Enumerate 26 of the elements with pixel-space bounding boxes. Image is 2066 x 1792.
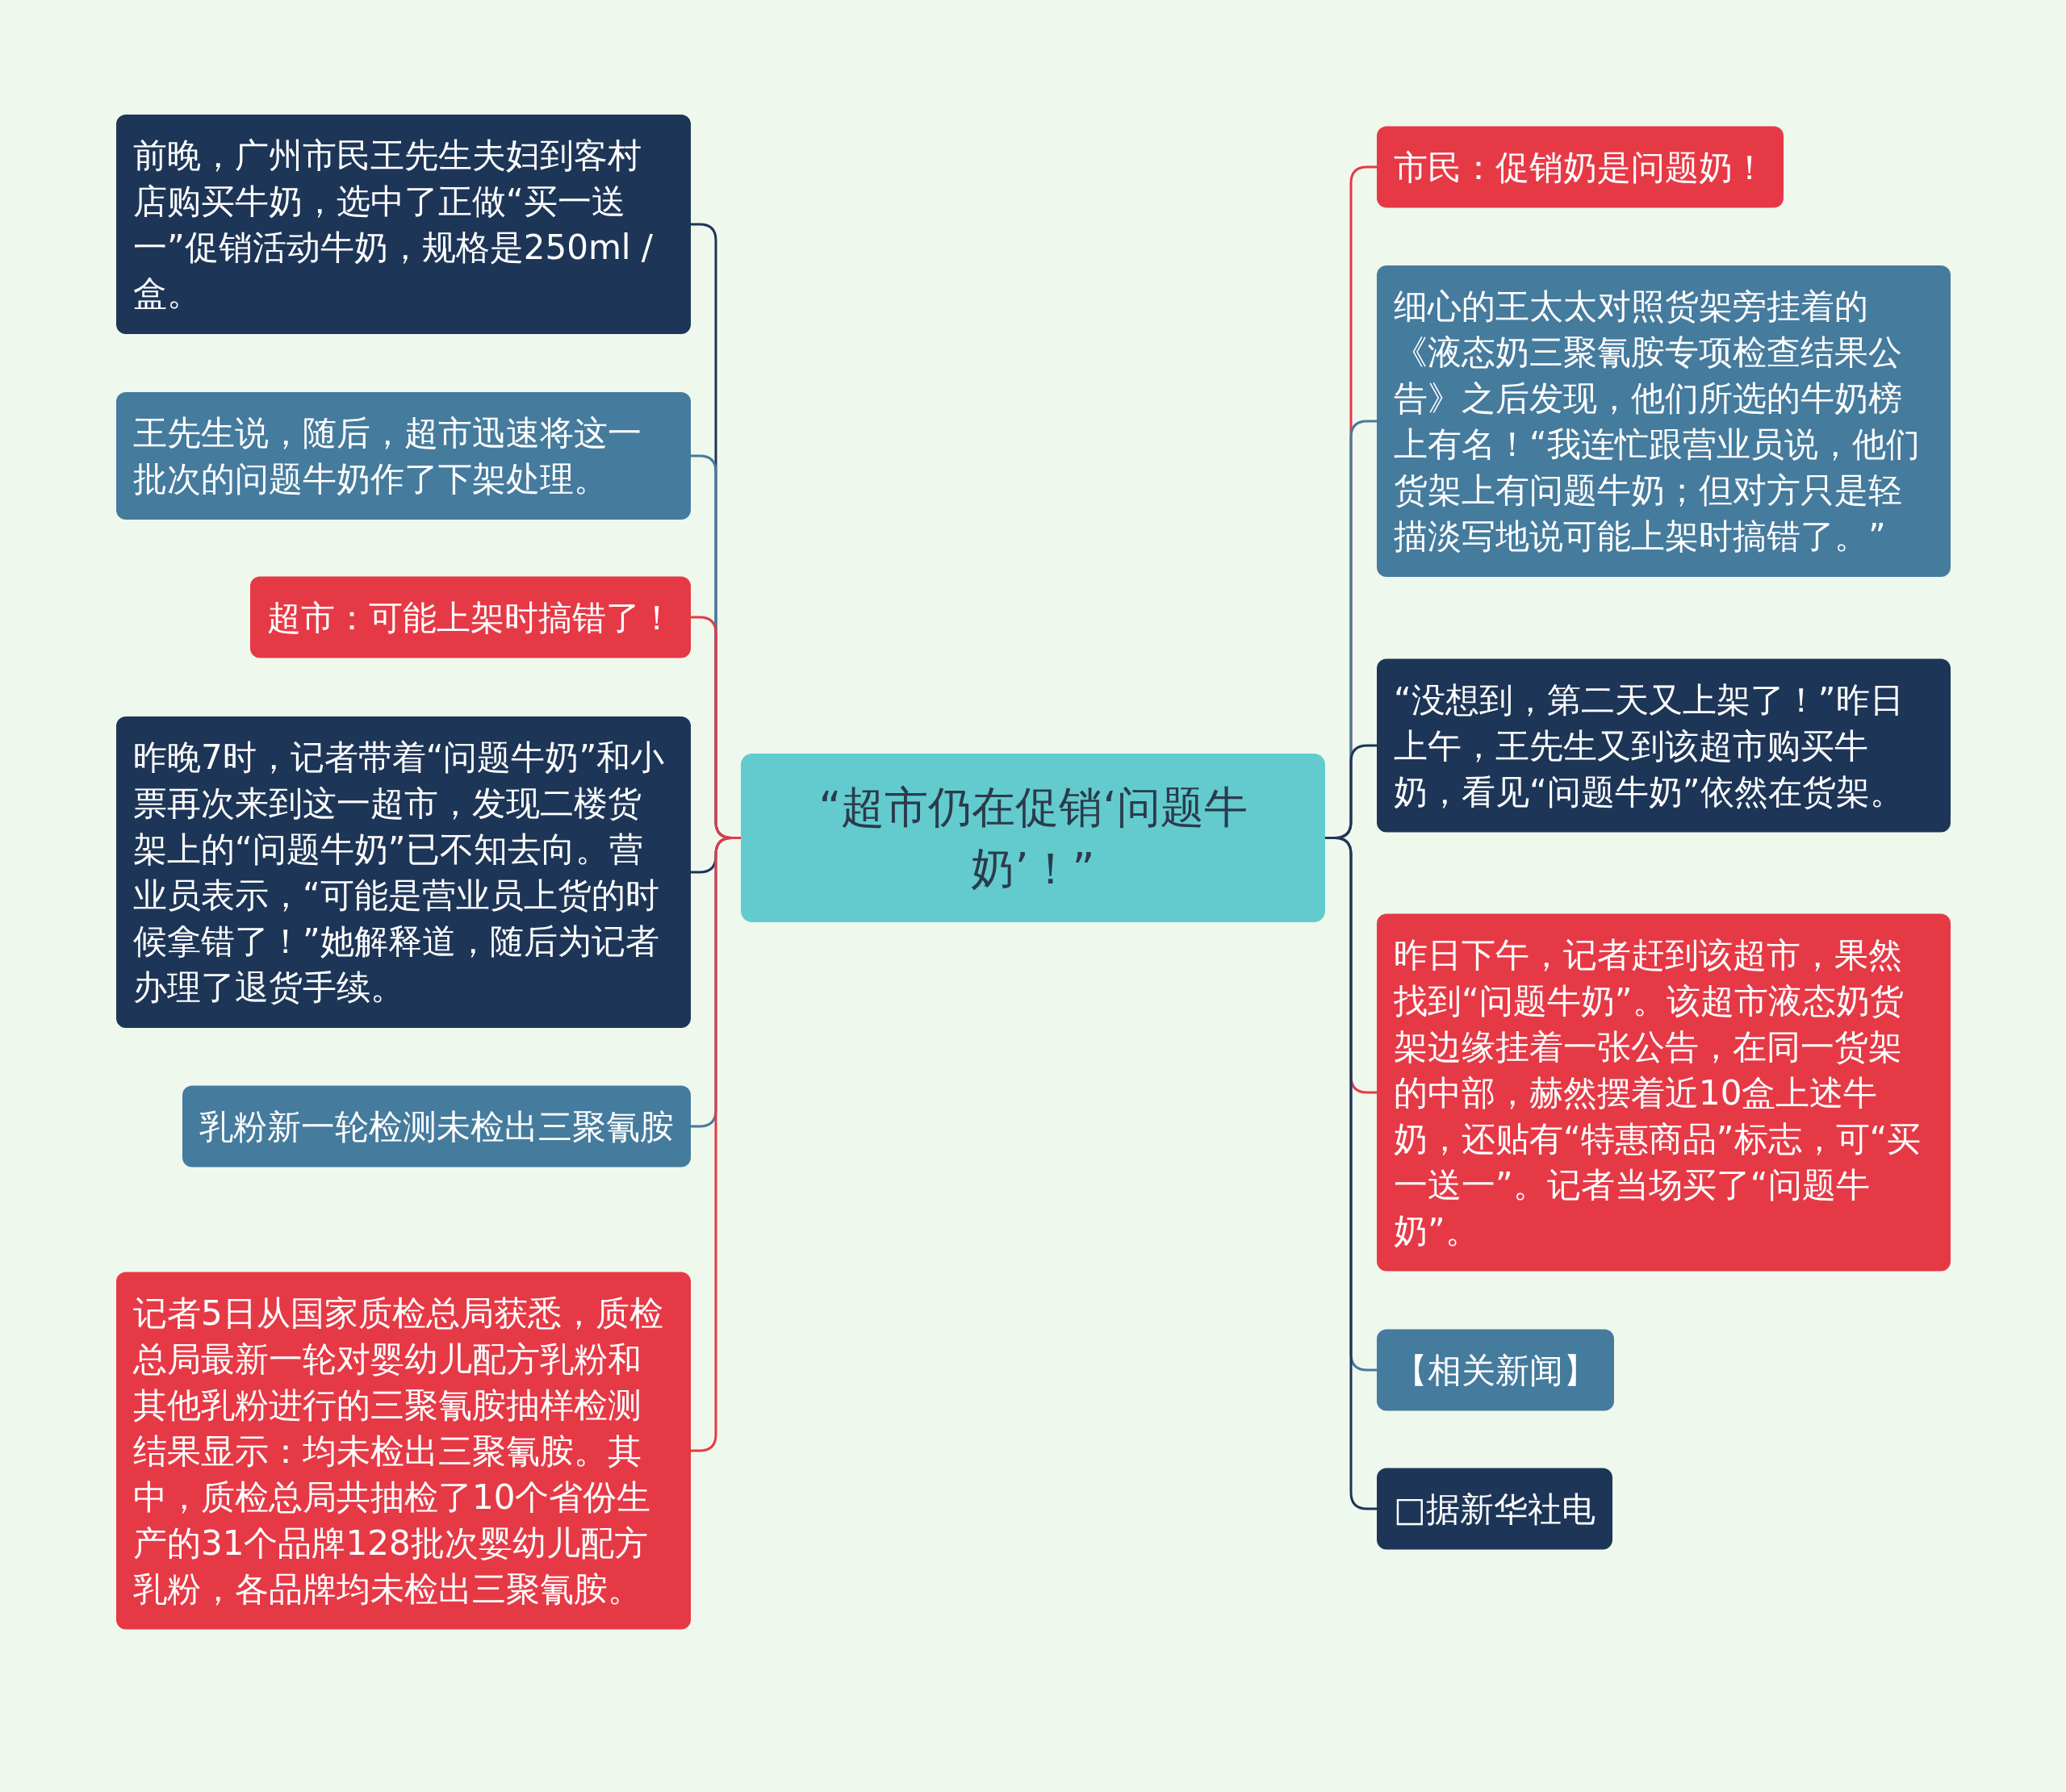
topic-card (116, 716, 691, 1028)
topic-text: 昨日下午，记者赶到该超市，果然找到“问题牛奶”。该超市液态奶货架边缘挂着一张公告，在同一货架的中部，赫然摆着近10盒上述牛奶，还贴有“特惠商品”标志，可“买一送一”。记者当场买了“问题牛奶”。 (1394, 934, 1922, 1252)
topic-card (1377, 1468, 1612, 1550)
topic-card (1377, 265, 1951, 577)
topic-text: 乳粉新一轮检测未检出三聚氰胺 (199, 1105, 674, 1148)
topic-card (116, 392, 691, 520)
topic-text: 昨晚7时，记者带着“问题牛奶”和小票再次来到这一超市，发现二楼货架上的“问题牛奶”已不知去向。营业员表示，“可能是营业员上货的时候拿错了！”她解释道，随后为记者办理了退货手续。 (133, 737, 666, 1009)
topic-card (116, 1272, 691, 1630)
topic-text: 【相关新闻】 (1394, 1349, 1597, 1392)
topic-text: 超市：可能上架时搞错了！ (267, 596, 674, 639)
central-topic-card (741, 754, 1325, 922)
topic-card (1377, 1329, 1614, 1411)
topic-text: 细心的王太太对照货架旁挂着的《液态奶三聚氰胺专项检查结果公告》之后发现，他们所选的牛奶榜上有名！“我连忙跟营业员说，他们货架上有问题牛奶；但对方只是轻描淡写地说可能上架时搞错了。” (1394, 286, 1921, 558)
topic-text: 市民：促销奶是问题奶！ (1394, 146, 1767, 189)
topic-text: “没想到，第二天又上架了！”昨日上午，王先生又到该超市购买牛奶，看见“问题牛奶”依然在货架。 (1394, 679, 1905, 813)
topic-text: 王先生说，随后，超市迅速将这一批次的问题牛奶作了下架处理。 (133, 412, 642, 500)
topic-text: □据新华社电 (1394, 1488, 1596, 1531)
topic-card (250, 576, 691, 658)
topic-card (1377, 658, 1951, 833)
topic-card (182, 1085, 691, 1168)
central-topic-text: “超市仍在促销‘问题牛奶’！” (818, 780, 1248, 896)
topic-card (116, 115, 691, 334)
topic-card (1377, 126, 1784, 208)
topic-text: 前晚，广州市民王先生夫妇到客村店购买牛奶，选中了正做“买一送一”促销活动牛奶，规格是250ml / 盒。 (133, 135, 654, 315)
topic-text: 记者5日从国家质检总局获悉，质检总局最新一轮对婴幼儿配方乳粉和其他乳粉进行的三聚氰胺抽样检测结果显示：均未检出三聚氰胺。其中，质检总局共抽检了10个省份生产的31个品牌128批次婴幼儿配方乳粉，各品牌均未检出三聚氰胺。 (133, 1292, 664, 1610)
topic-card (1377, 913, 1951, 1272)
